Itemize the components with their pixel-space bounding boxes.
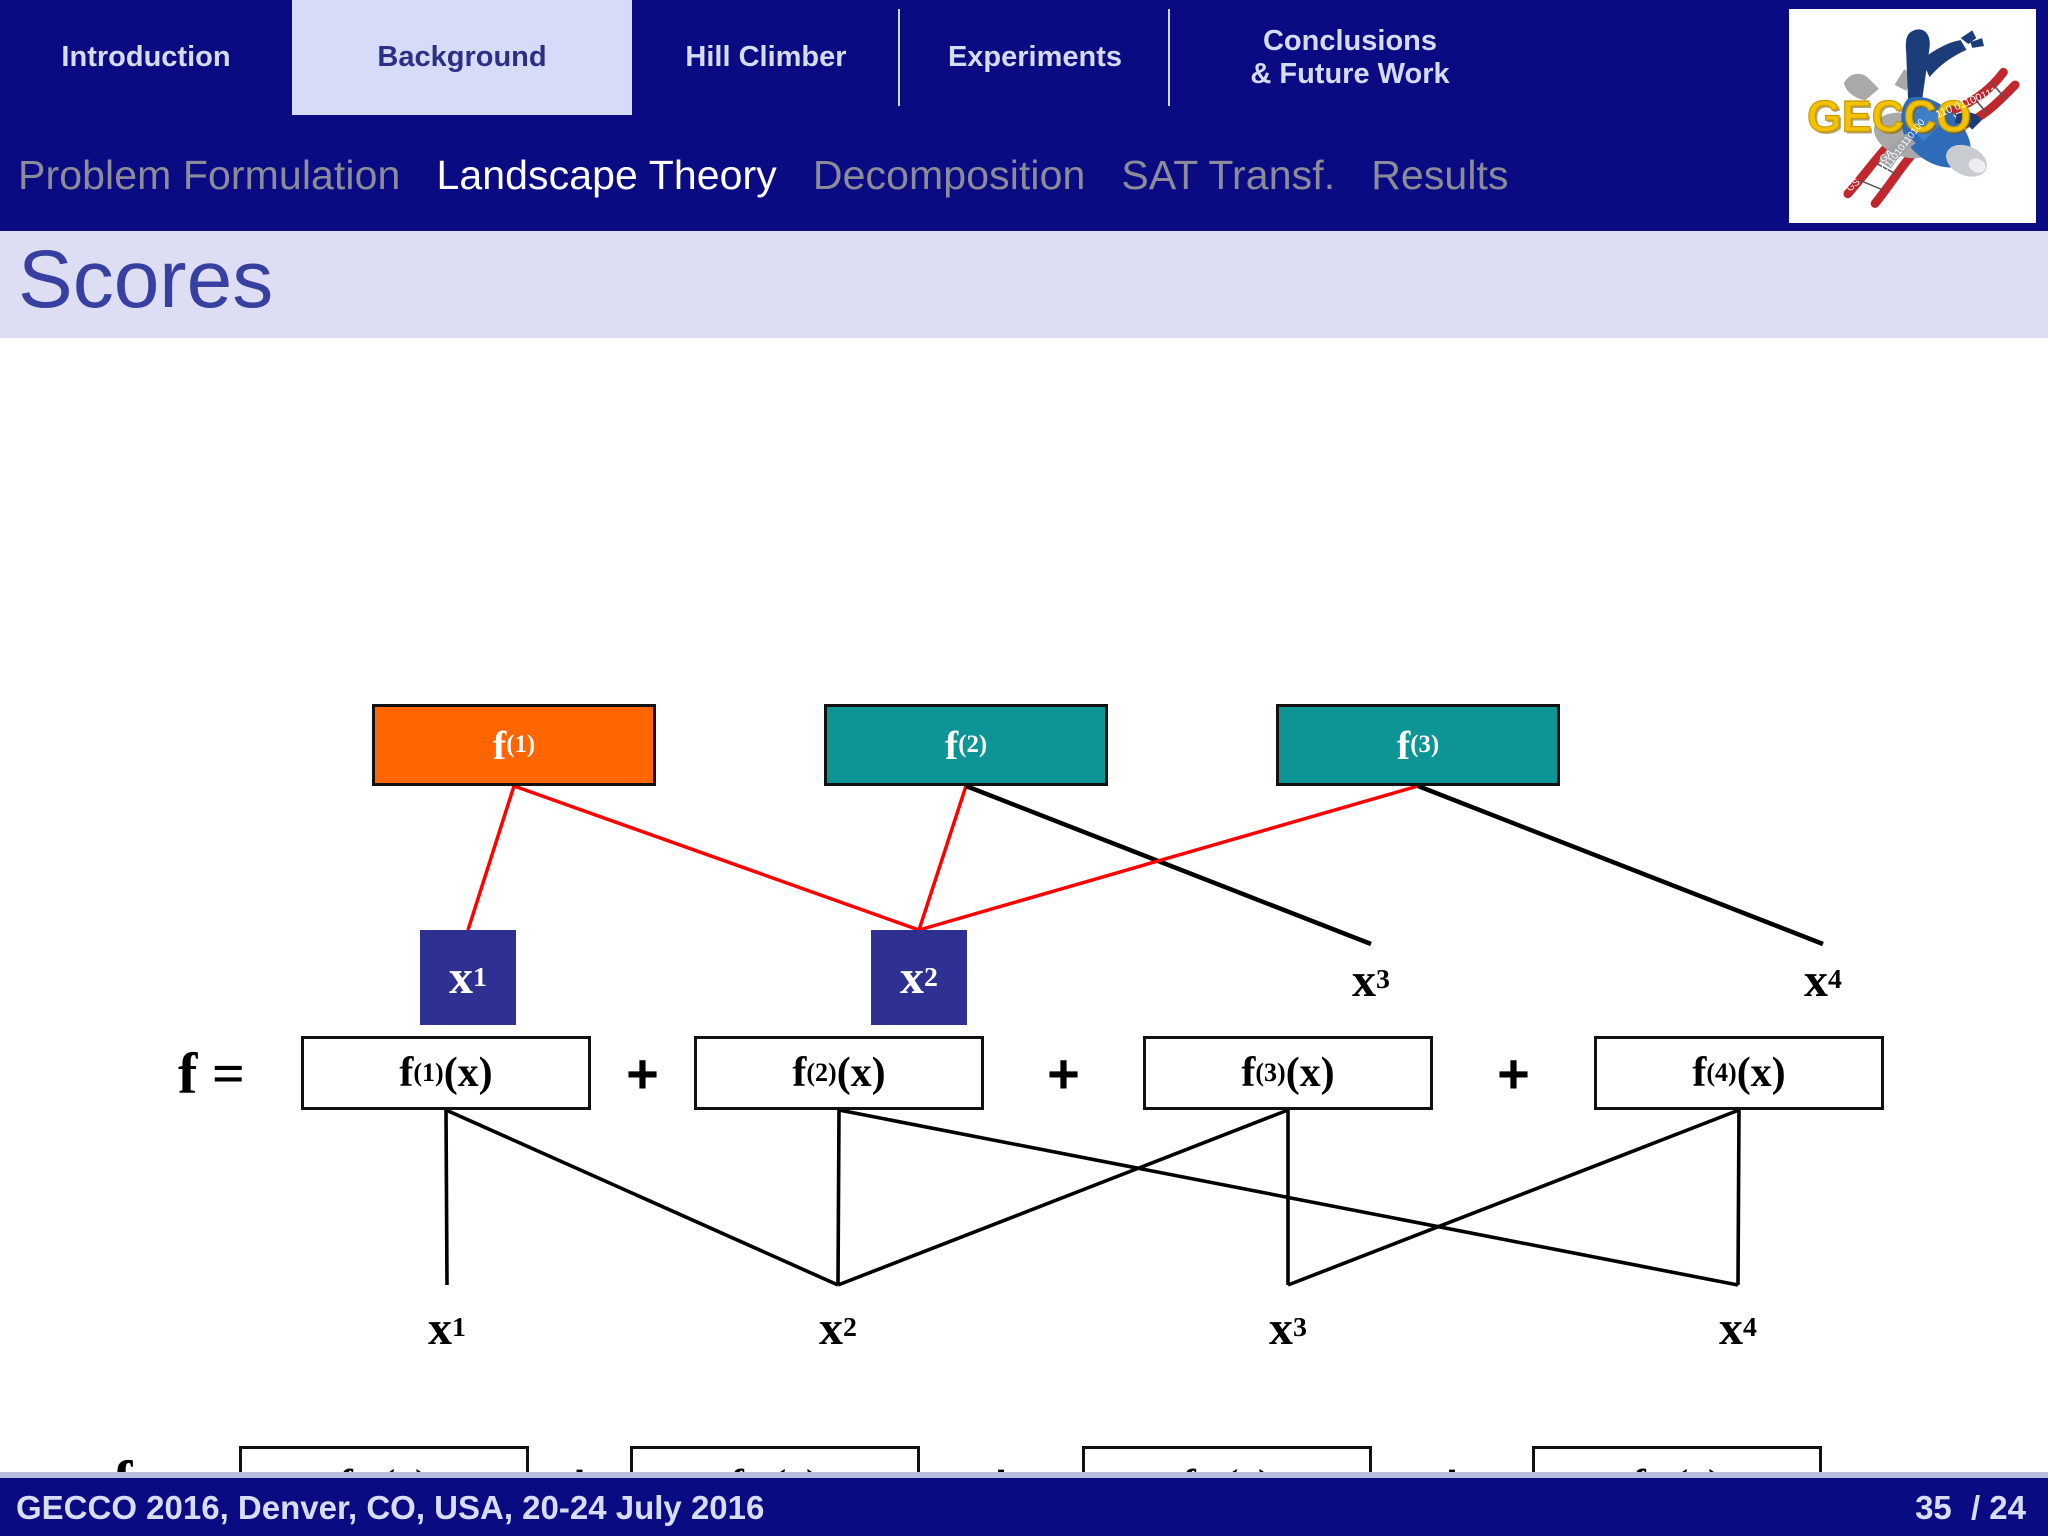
equation-middle-operator-3: + <box>1497 1041 1530 1105</box>
diagram-edges <box>444 783 1824 1287</box>
slide-title-bar: Scores <box>0 231 2048 338</box>
func-argument: (x) <box>1285 1050 1335 1096</box>
func-superscript: (3) <box>1255 1058 1286 1087</box>
footer-page-number: 35 / 24 <box>1915 1489 2026 1527</box>
func-base: f <box>944 722 959 768</box>
var-base: x <box>819 1301 844 1355</box>
edge-f2-x3 <box>965 783 1372 947</box>
footer-bar: GECCO 2016, Denver, CO, USA, 20-24 July … <box>0 1478 2048 1536</box>
var-subscript: 2 <box>924 961 938 993</box>
func-base: f <box>1692 1050 1707 1096</box>
func-argument: (x) <box>443 1050 493 1096</box>
edge-f3-x2 <box>918 784 1419 932</box>
func-base: f <box>1241 1050 1256 1096</box>
nav-tab-background[interactable]: Background <box>292 0 632 115</box>
func-argument: (x) <box>836 1050 886 1096</box>
equation-middle-term-1: f(1)(x) <box>301 1036 591 1110</box>
edge-f2-x2 <box>917 785 968 931</box>
equation-middle-lhs: f = <box>178 1041 245 1106</box>
equation-middle-edge-1-1 <box>444 1109 449 1286</box>
edge-f3-x4 <box>1417 783 1824 947</box>
equation-middle-operator-2: + <box>1047 1041 1080 1105</box>
func-superscript: (2) <box>958 731 988 758</box>
equation-middle-edge-3-2 <box>837 1108 1289 1287</box>
func-superscript: (4) <box>1706 1058 1737 1087</box>
equation-middle-term-4: f(4)(x) <box>1594 1036 1884 1110</box>
footer-divider <box>0 1472 2048 1478</box>
nav-tab-introduction[interactable]: Introduction <box>0 0 292 115</box>
var-subscript: 3 <box>1376 964 1390 995</box>
footer-conference-text: GECCO 2016, Denver, CO, USA, 20-24 July … <box>16 1489 765 1526</box>
top-navigation-bar: Introduction Background Hill Climber Experi… <box>0 0 2048 231</box>
nav-tab-label: Experiments <box>947 41 1123 74</box>
subnav-item-results[interactable]: Results <box>1371 151 1509 198</box>
equation-middle-term-2: f(2)(x) <box>694 1036 984 1110</box>
func-base: f <box>792 1050 807 1096</box>
edge-f1-x1 <box>466 785 516 931</box>
edge-f1-x2 <box>513 784 920 932</box>
var-subscript: 2 <box>843 1312 857 1343</box>
page-current: 35 <box>1915 1489 1952 1526</box>
main-nav: Introduction Background Hill Climber Experi… <box>0 0 1785 115</box>
var-subscript: 4 <box>1828 964 1842 995</box>
var-base: x <box>1804 953 1829 1007</box>
func-superscript: (2) <box>806 1058 837 1087</box>
var-base: x <box>1269 1301 1294 1355</box>
equation-middle-edge-1-2 <box>445 1108 839 1287</box>
nav-tab-conclusions-future-work[interactable]: Conclusions & Future Work <box>1170 0 1530 115</box>
equation-middle-operator-1: + <box>626 1041 659 1105</box>
func-base: f <box>492 722 507 768</box>
nav-tab-hill-climber[interactable]: Hill Climber <box>632 0 900 115</box>
function-box-f3: f(3) <box>1276 704 1560 786</box>
nav-tab-label: Conclusions & Future Work <box>1250 25 1450 90</box>
var-subscript: 3 <box>1293 1312 1307 1343</box>
equation-middle-edge-2-2 <box>836 1109 841 1286</box>
var-base: x <box>449 951 474 1004</box>
var-base: x <box>1719 1301 1744 1355</box>
subnav-item-sat-transf[interactable]: SAT Transf. <box>1121 151 1336 198</box>
nav-tab-label: Hill Climber <box>685 41 847 74</box>
nav-tab-experiments[interactable]: Experiments <box>900 0 1170 115</box>
nav-separator <box>898 9 900 106</box>
equation-middle-edge-4-4 <box>1736 1109 1741 1286</box>
svg-text:GECCO: GECCO <box>1809 94 1973 144</box>
subnav-item-problem-formulation[interactable]: Problem Formulation <box>18 151 401 198</box>
func-base: f <box>1396 722 1411 768</box>
function-box-f2: f(2) <box>824 704 1108 786</box>
nav-separator <box>1168 9 1170 106</box>
function-box-f1: f(1) <box>372 704 656 786</box>
var-subscript: 4 <box>1743 1312 1757 1343</box>
func-base: f <box>399 1050 414 1096</box>
equation-middle-term-3: f(3)(x) <box>1143 1036 1433 1110</box>
var-base: x <box>900 951 925 1004</box>
var-base: x <box>428 1301 453 1355</box>
func-superscript: (3) <box>1410 731 1440 758</box>
nav-tab-label: Introduction <box>61 41 231 74</box>
nav-tab-label: Background <box>377 41 547 74</box>
equation-middle-edge-4-3 <box>1287 1108 1740 1287</box>
func-superscript: (1) <box>413 1058 444 1087</box>
page-title: Scores <box>18 234 274 325</box>
func-argument: (x) <box>1736 1050 1786 1096</box>
sub-nav: Problem Formulation Landscape Theory Decom… <box>18 140 1758 210</box>
gecco-logo: GECCO GECCO 110 01100111 1011010110100 G… <box>1786 6 2039 226</box>
subnav-item-landscape-theory[interactable]: Landscape Theory <box>436 151 777 198</box>
svg-text:GECCO: GECCO <box>1807 92 1971 142</box>
var-subscript: 1 <box>452 1312 466 1343</box>
page-total: / 24 <box>1970 1489 2026 1526</box>
func-superscript: (1) <box>506 731 536 758</box>
var-subscript: 1 <box>473 961 487 993</box>
subnav-item-decomposition[interactable]: Decomposition <box>812 151 1086 198</box>
var-base: x <box>1352 953 1377 1007</box>
